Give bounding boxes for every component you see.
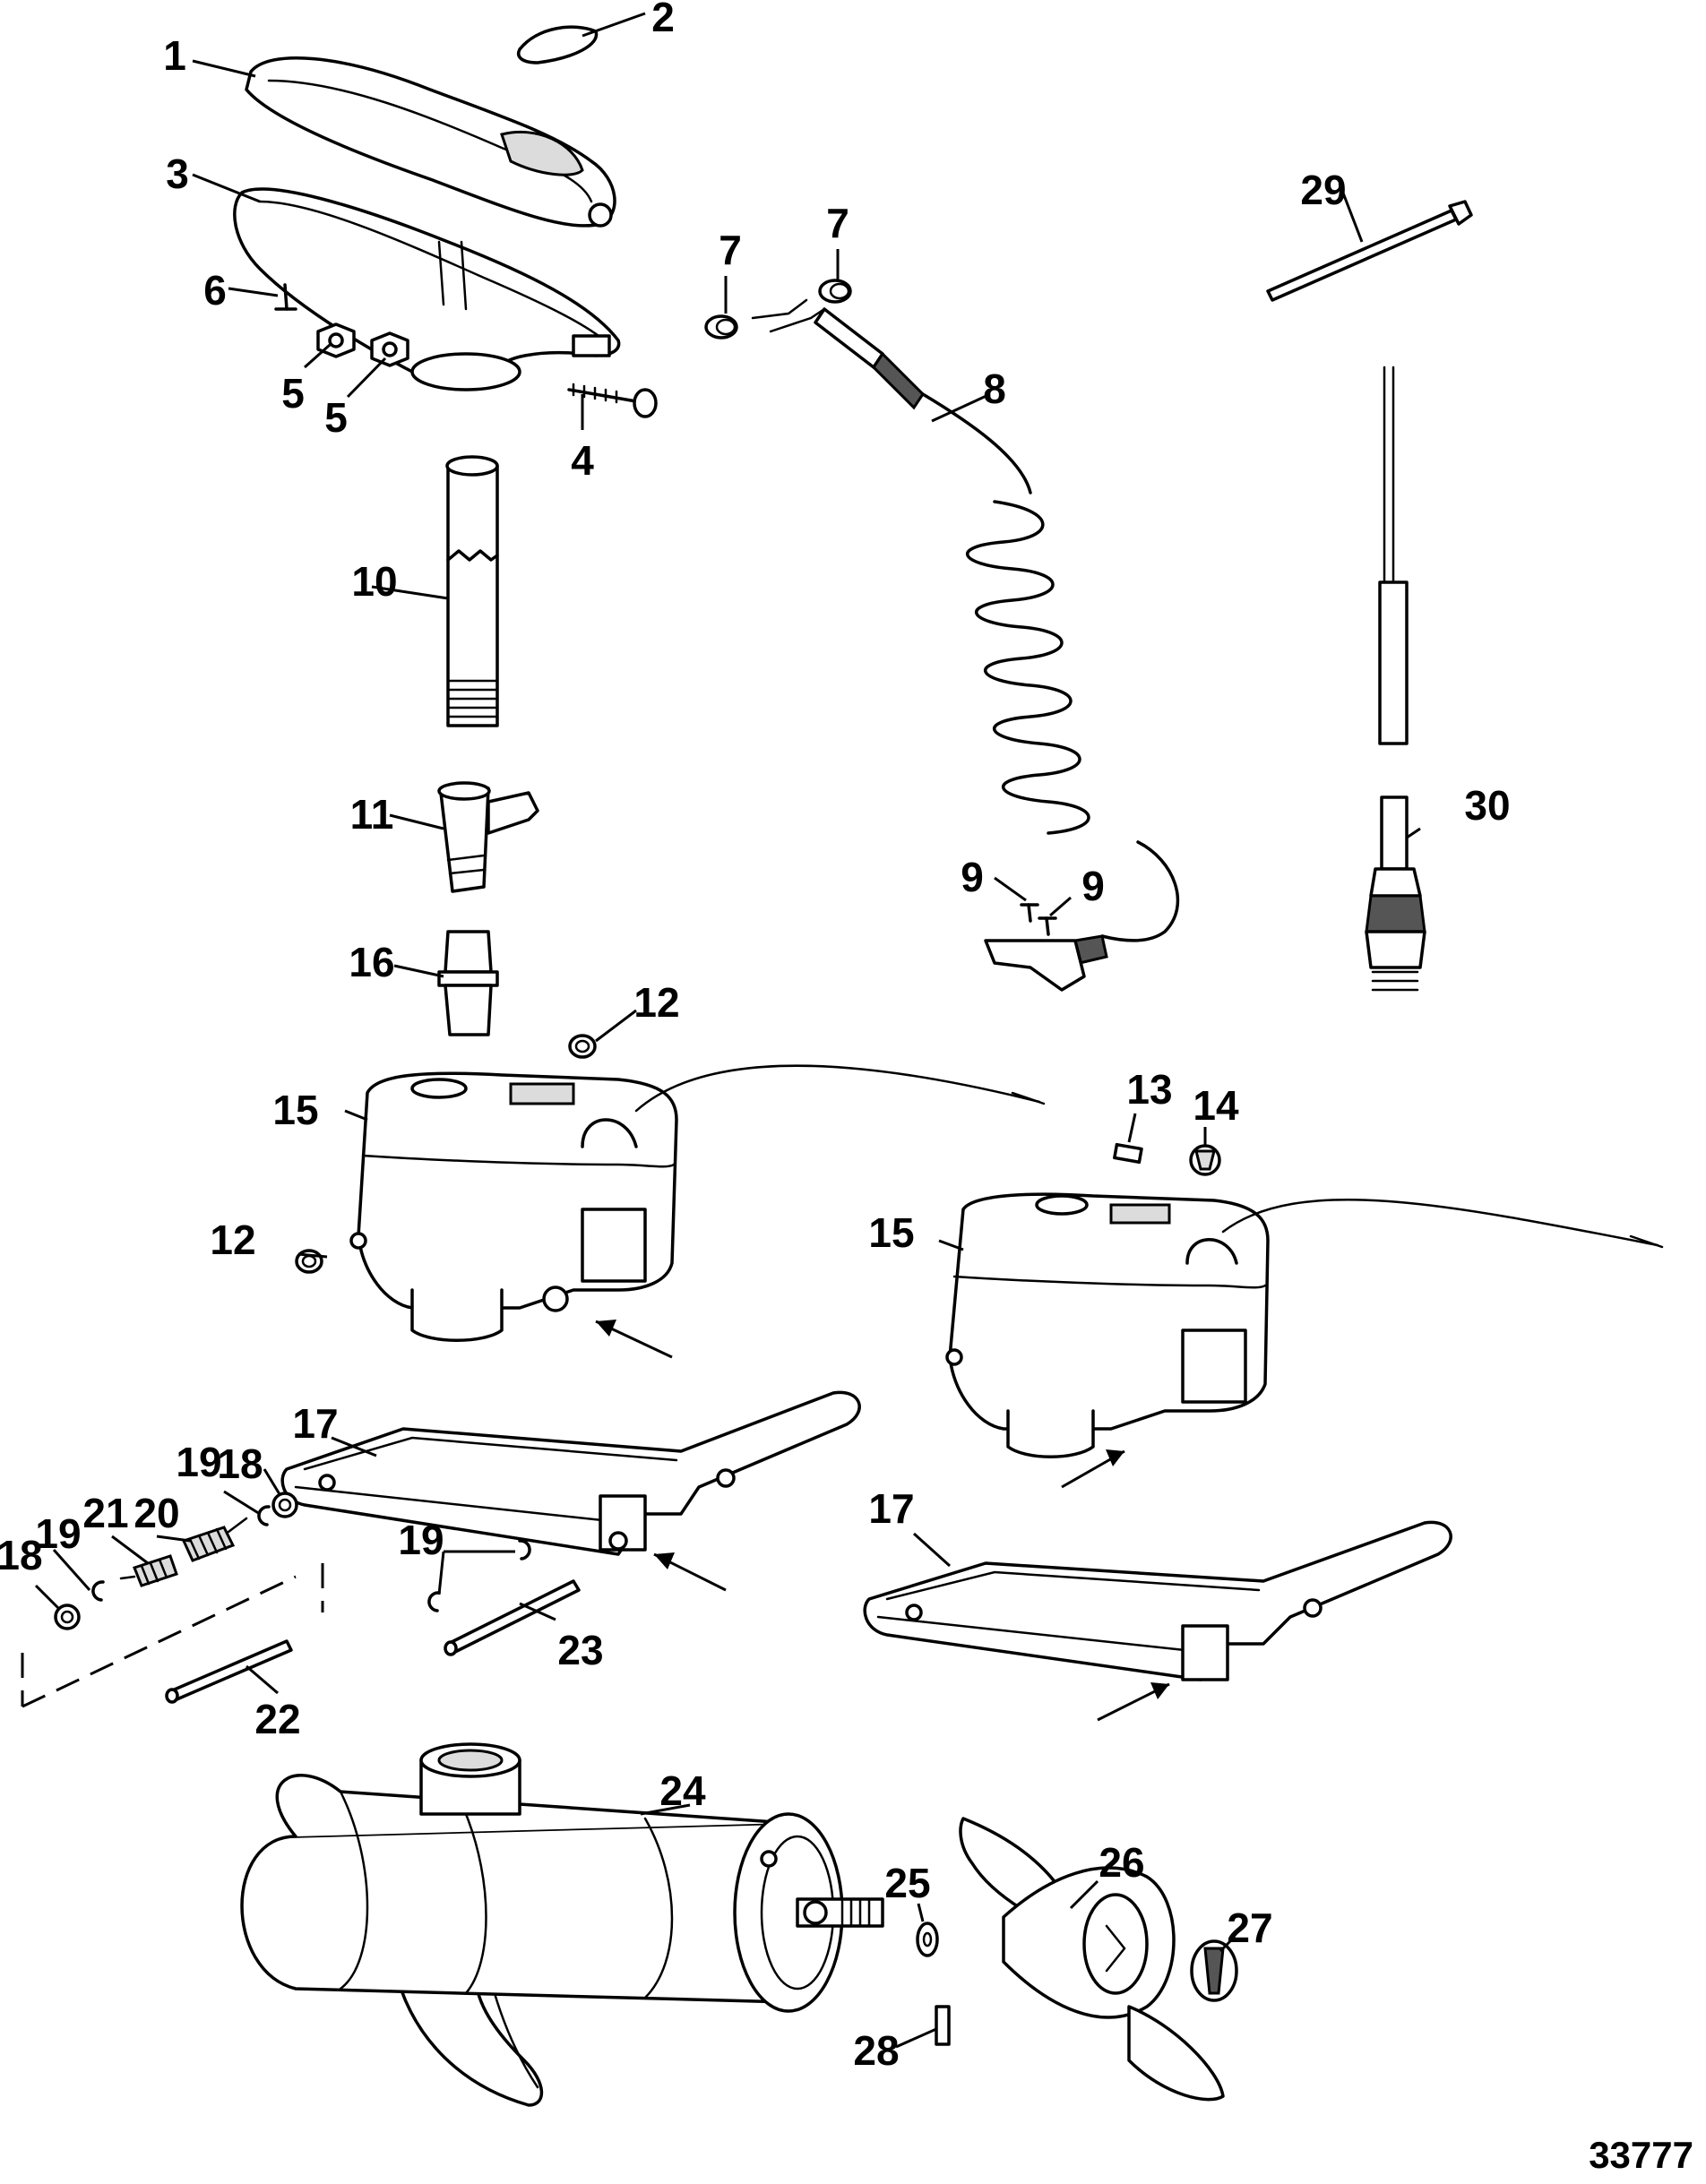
callout-5-a: 5 <box>281 370 305 417</box>
part-14-knob <box>1189 1144 1221 1176</box>
callout-2: 2 <box>651 0 675 40</box>
part-13-pin <box>1113 1142 1143 1165</box>
part-21-spring <box>119 1554 178 1587</box>
callout-24: 24 <box>659 1767 706 1814</box>
callout-16: 16 <box>349 939 394 985</box>
part-30-cable <box>1365 365 1426 992</box>
callout-19-c: 19 <box>398 1517 444 1563</box>
callout-6: 6 <box>203 267 227 314</box>
callout-7-a: 7 <box>719 227 742 273</box>
part-2-cap <box>517 25 599 64</box>
callout-11: 11 <box>350 791 394 838</box>
part-19-clip-a <box>257 1505 271 1526</box>
part-28-drive-pin <box>935 2005 951 2046</box>
part-10-shaft <box>445 455 499 727</box>
callout-9-a: 9 <box>961 854 984 900</box>
part-9-screw-a <box>1020 903 1039 923</box>
callout-18-a: 18 <box>217 1440 263 1487</box>
part-24-motor <box>240 1742 884 2107</box>
part-12-grommet-a <box>568 1034 597 1059</box>
callout-18-b: 18 <box>0 1532 43 1578</box>
callout-22: 22 <box>254 1696 300 1742</box>
callout-15-b: 15 <box>868 1209 914 1256</box>
part-19-clip-c <box>427 1539 531 1612</box>
callout-14: 14 <box>1193 1082 1239 1129</box>
part-8-coiled-cord <box>751 298 1180 992</box>
callout-20: 20 <box>134 1490 179 1536</box>
part-17-bracket-right <box>863 1520 1452 1681</box>
callout-9-b: 9 <box>1081 863 1105 909</box>
callout-19-b: 19 <box>35 1510 81 1557</box>
part-5-nut-b <box>370 331 409 367</box>
part-22-pin <box>21 1563 324 1708</box>
leader-lines <box>34 12 1421 2049</box>
part-1-top-cover <box>245 56 616 228</box>
callout-15-a: 15 <box>272 1087 318 1133</box>
part-7-connector-a <box>704 314 738 340</box>
part-29-cable-tie <box>1266 200 1473 302</box>
part-20-spring <box>181 1517 248 1562</box>
callout-12-a: 12 <box>633 979 679 1026</box>
part-16-bushing <box>437 930 499 1036</box>
part-23-pin <box>444 1579 581 1656</box>
part-18-washer-b <box>54 1604 81 1630</box>
part-18-washer-a <box>271 1492 298 1518</box>
part-11-collar <box>437 781 539 893</box>
part-7-connector-b <box>818 279 852 304</box>
part-9-screw-b <box>1038 916 1057 936</box>
part-25-washer <box>916 1922 939 1957</box>
part-6-screw <box>274 283 297 311</box>
callout-26: 26 <box>1099 1839 1144 1886</box>
part-19-clip-b <box>91 1580 105 1602</box>
callout-8: 8 <box>983 365 1006 412</box>
callout-3: 3 <box>166 150 189 197</box>
callout-7-b: 7 <box>826 200 849 246</box>
part-4-screw <box>567 383 658 418</box>
part-17-bracket-left <box>280 1390 861 1556</box>
callout-21: 21 <box>82 1490 128 1536</box>
callout-17-a: 17 <box>292 1400 338 1447</box>
callout-1: 1 <box>163 32 186 79</box>
callout-28: 28 <box>853 2027 899 2074</box>
callout-labels: 1 2 3 4 5 5 6 7 7 8 9 9 10 11 12 12 13 1… <box>0 0 1511 2074</box>
part-27-prop-nut <box>1190 1939 1238 2002</box>
part-15-housing-right <box>945 1192 1664 1458</box>
callout-29: 29 <box>1300 167 1346 213</box>
callout-17-b: 17 <box>868 1485 914 1532</box>
callout-27: 27 <box>1227 1905 1272 1951</box>
part-15-housing-left <box>349 1064 1046 1342</box>
callout-10: 10 <box>351 558 397 605</box>
callout-5-b: 5 <box>324 394 348 441</box>
callout-19-a: 19 <box>176 1439 221 1485</box>
callout-4: 4 <box>571 437 594 484</box>
figure-number: 33777 <box>1589 2134 1693 2176</box>
callout-30: 30 <box>1464 782 1510 829</box>
callout-25: 25 <box>884 1860 930 1906</box>
callout-13: 13 <box>1126 1066 1172 1113</box>
part-26-propeller <box>959 1817 1225 2102</box>
part-3-base-housing <box>233 187 621 391</box>
callout-23: 23 <box>557 1627 603 1673</box>
assembly-arrows <box>595 1320 1170 1722</box>
callout-12-b: 12 <box>210 1217 255 1263</box>
